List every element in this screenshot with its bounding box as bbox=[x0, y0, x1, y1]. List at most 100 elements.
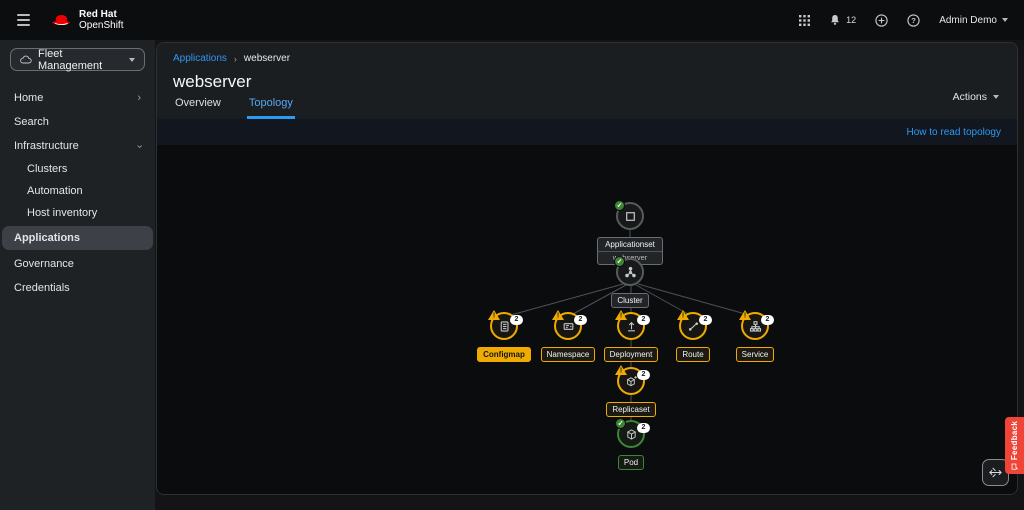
sidebar-nav: Fleet Management Home › Search Infrastru… bbox=[0, 40, 155, 510]
help-question-icon[interactable]: ? bbox=[907, 13, 920, 27]
tab-topology[interactable]: Topology bbox=[246, 97, 295, 119]
how-to-read-topology-link[interactable]: How to read topology bbox=[906, 126, 1001, 138]
warning-triangle-badge bbox=[615, 365, 627, 375]
count-badge: 2 bbox=[637, 423, 650, 433]
sidebar-item-label: Infrastructure bbox=[14, 140, 79, 152]
sidebar-item-home[interactable]: Home › bbox=[0, 86, 155, 110]
service-icon bbox=[749, 320, 762, 333]
cluster-icon bbox=[624, 266, 637, 279]
replicaset-node-circle: 2 bbox=[615, 365, 650, 395]
breadcrumb-separator-icon: › bbox=[233, 53, 237, 64]
success-check-badge bbox=[614, 200, 625, 211]
sidebar-item-host-inventory[interactable]: Host inventory bbox=[0, 202, 155, 224]
brand-logo[interactable]: Red Hat OpenShift bbox=[50, 9, 124, 31]
cloud-icon bbox=[20, 55, 32, 64]
comment-icon bbox=[1011, 463, 1018, 470]
warning-triangle-badge bbox=[739, 310, 751, 320]
pod-node-label: Pod bbox=[617, 455, 645, 470]
warning-triangle-badge bbox=[677, 310, 689, 320]
feedback-label: Feedback bbox=[1010, 420, 1019, 461]
service-node-circle: 2 bbox=[739, 310, 774, 340]
chevron-down-icon bbox=[993, 95, 999, 99]
breadcrumb-current: webserver bbox=[243, 53, 291, 64]
success-check-badge bbox=[614, 256, 625, 267]
chevron-down-icon: › bbox=[133, 144, 146, 148]
topology-node-replicaset[interactable]: 2 Replicaset bbox=[591, 365, 671, 417]
topology-canvas[interactable]: Applicationset webserver Cluster 2 bbox=[157, 145, 1017, 494]
masthead: Red Hat OpenShift 12 ? Admin Demo bbox=[0, 0, 1024, 40]
sidebar-item-label: Home bbox=[14, 92, 44, 104]
cluster-node-label: Cluster bbox=[611, 293, 649, 308]
expand-arrows-icon bbox=[988, 465, 1003, 480]
configmap-icon bbox=[498, 320, 511, 333]
topology-node-applicationset[interactable]: Applicationset webserver bbox=[590, 200, 670, 265]
create-plus-icon[interactable] bbox=[875, 13, 888, 27]
actions-label: Actions bbox=[952, 91, 987, 103]
actions-button[interactable]: Actions bbox=[953, 91, 999, 103]
chevron-down-icon bbox=[129, 57, 135, 62]
count-badge: 2 bbox=[574, 315, 587, 325]
pod-node-circle: 2 bbox=[615, 418, 650, 448]
perspective-switcher[interactable]: Fleet Management bbox=[10, 47, 145, 72]
sidebar-item-label: Credentials bbox=[14, 282, 70, 294]
count-badge: 2 bbox=[510, 315, 523, 325]
node-sublabel-text: webserver bbox=[598, 251, 662, 264]
topology-node-pod[interactable]: 2 Pod bbox=[591, 418, 671, 470]
topology-node-configmap[interactable]: 2 Configmap bbox=[464, 310, 544, 362]
breadcrumb-applications-link[interactable]: Applications bbox=[173, 53, 227, 64]
menu-toggle-icon[interactable] bbox=[17, 14, 30, 26]
brand-product: OpenShift bbox=[79, 19, 124, 31]
count-badge: 2 bbox=[637, 315, 650, 325]
warning-triangle-badge bbox=[552, 310, 564, 320]
sidebar-item-automation[interactable]: Automation bbox=[0, 180, 155, 202]
topology-node-deployment[interactable]: 2 Deployment bbox=[591, 310, 671, 362]
route-node-label: Route bbox=[676, 347, 710, 362]
sidebar-item-credentials[interactable]: Credentials bbox=[0, 276, 155, 300]
topology-node-service[interactable]: 2 Service bbox=[715, 310, 795, 362]
topology-toolbar: How to read topology bbox=[157, 119, 1017, 145]
topology-node-route[interactable]: 2 Route bbox=[653, 310, 733, 362]
service-node-label: Service bbox=[735, 347, 775, 362]
node-label-text: Applicationset bbox=[605, 240, 655, 249]
main-content: Applications › webserver webserver Actio… bbox=[156, 42, 1018, 495]
applicationset-icon bbox=[624, 210, 637, 223]
sidebar-item-clusters[interactable]: Clusters bbox=[0, 158, 155, 180]
topology-node-cluster[interactable]: Cluster bbox=[590, 256, 670, 308]
app-launcher-icon[interactable] bbox=[799, 14, 811, 26]
namespace-icon bbox=[562, 320, 575, 333]
notification-count: 12 bbox=[846, 15, 857, 25]
cluster-node-circle bbox=[614, 256, 644, 286]
tab-bar: Overview Topology bbox=[173, 97, 295, 119]
sidebar-item-governance[interactable]: Governance bbox=[0, 252, 155, 276]
page-title: webserver bbox=[173, 72, 252, 91]
applicationset-node-label: Applicationset webserver bbox=[597, 237, 663, 265]
feedback-button[interactable]: Feedback bbox=[1005, 417, 1024, 474]
perspective-label: Fleet Management bbox=[38, 47, 103, 72]
sidebar-item-label: Governance bbox=[14, 258, 74, 270]
route-icon bbox=[687, 320, 700, 333]
topology-node-namespace[interactable]: 2 Namespace bbox=[528, 310, 608, 362]
pod-icon bbox=[625, 428, 638, 441]
configmap-node-circle: 2 bbox=[488, 310, 523, 340]
notifications-button[interactable]: 12 bbox=[829, 14, 856, 27]
tab-overview[interactable]: Overview bbox=[175, 97, 221, 109]
sidebar-item-label: Host inventory bbox=[27, 207, 98, 219]
sidebar-item-label: Clusters bbox=[27, 163, 68, 175]
user-menu-label: Admin Demo bbox=[939, 14, 997, 26]
warning-triangle-badge bbox=[615, 310, 627, 320]
count-badge: 2 bbox=[761, 315, 774, 325]
sidebar-item-applications[interactable]: Applications bbox=[2, 226, 153, 250]
chevron-right-icon: › bbox=[137, 91, 141, 104]
replicaset-icon bbox=[625, 375, 638, 388]
sidebar-item-infrastructure[interactable]: Infrastructure › bbox=[0, 134, 155, 158]
breadcrumb: Applications › webserver bbox=[173, 53, 1001, 64]
chevron-down-icon bbox=[1002, 18, 1008, 22]
count-badge: 2 bbox=[699, 315, 712, 325]
svg-text:?: ? bbox=[911, 16, 916, 25]
user-menu[interactable]: Admin Demo bbox=[939, 15, 1008, 26]
bell-icon bbox=[829, 14, 841, 27]
count-badge: 2 bbox=[637, 370, 650, 380]
page-header: Applications › webserver webserver Actio… bbox=[157, 43, 1017, 119]
deployment-node-label: Deployment bbox=[603, 347, 659, 362]
sidebar-item-search[interactable]: Search bbox=[0, 110, 155, 134]
